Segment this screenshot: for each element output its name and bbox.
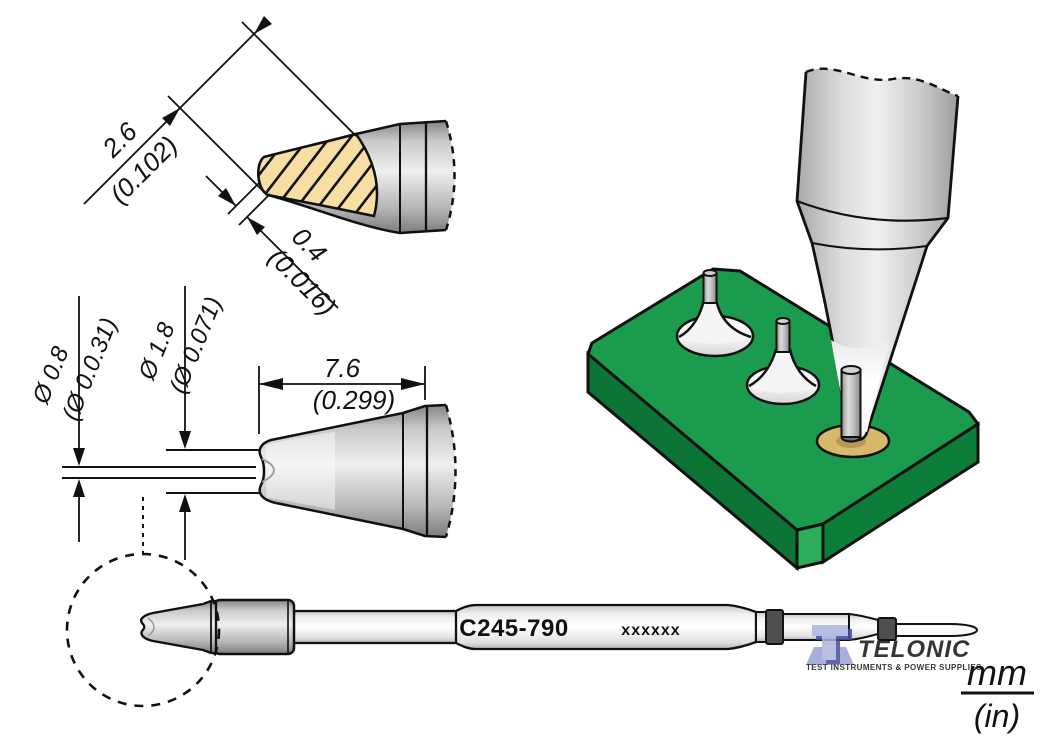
telonic-logo-t [812,625,848,660]
arrowhead [259,378,283,390]
arrowhead [247,217,265,235]
dimension-inner-diameter: Ø 0.8 (Ø 0.0.31) [27,296,123,542]
arrowhead [179,431,191,449]
arrowhead [254,16,272,34]
solder-joint [745,317,821,406]
dimension-tip-length: 7.6 (0.299) [258,353,426,434]
arrowhead [218,188,236,206]
dim-length-mm: 7.6 [324,353,361,383]
arrowhead [73,448,85,466]
arrowhead [73,479,85,497]
angled-tip-view [257,119,456,235]
cartridge-tip [140,599,218,655]
side-collar-cut-edge [444,404,457,538]
arrowhead [179,494,191,512]
application-illustration [586,67,981,572]
telonic-logo-tagline: TEST INSTRUMENTS & POWER SUPPLIES [806,663,982,672]
contact-pin [895,623,979,637]
dimension-tip-width: 2.6 (0.102) [83,16,357,209]
units-note: mm (in) [961,652,1034,734]
projection-lines [62,449,261,556]
units-mm: mm [967,652,1027,693]
pcb-side-right [821,421,980,565]
contact-band [765,609,784,645]
cartridge-view: C245-790 xxxxxx [140,598,979,656]
component-pin [840,365,862,443]
cartridge-serial-label: xxxxxx [621,622,680,639]
arrowhead [162,108,180,126]
arrowhead [401,378,425,390]
dimension-outer-diameter: Ø 1.8 (Ø 0.071) [133,286,228,560]
telonic-logo: TELONIC TEST INSTRUMENTS & POWER SUPPLIE… [806,625,982,672]
side-tip-view [258,403,457,539]
tip-solder-face [257,132,379,218]
iron-break-line [805,67,959,98]
tip-flute-groove [261,458,275,483]
pcb-side-chamfer [795,522,825,570]
telonic-logo-name: TELONIC [858,636,970,663]
tip-collar-cut-edge [444,120,456,231]
solder-joint [675,269,755,358]
detail-circle [65,552,221,708]
side-tip-body [259,405,456,537]
units-in: (in) [974,698,1020,734]
dim-length-in: (0.299) [313,385,395,415]
cartridge-model-label: C245-790 [459,615,568,642]
